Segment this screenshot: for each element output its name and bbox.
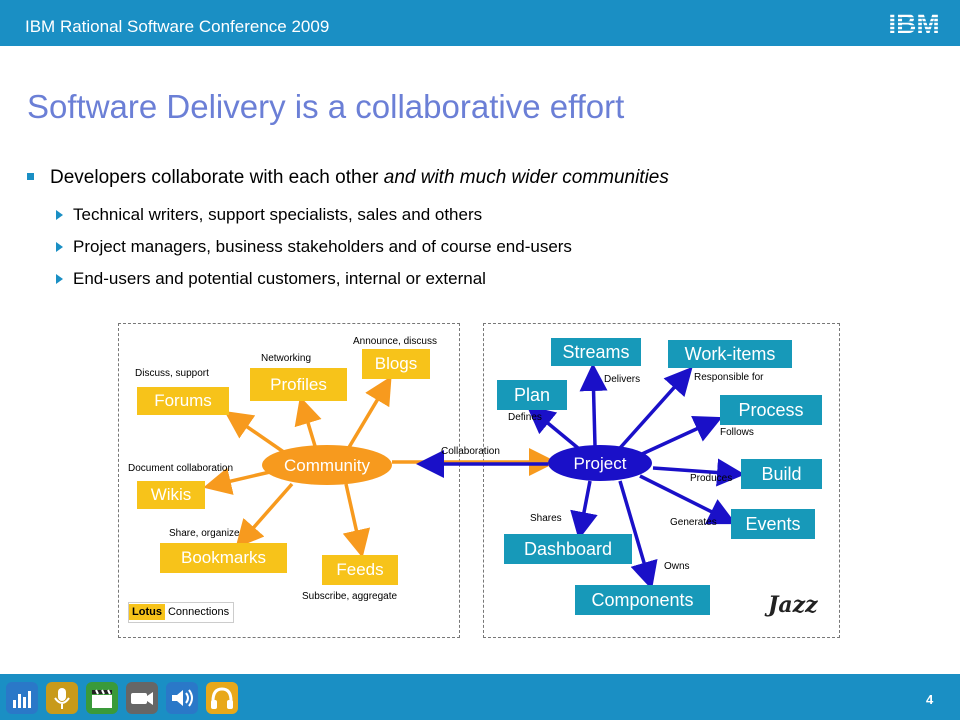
community-panel bbox=[118, 323, 460, 638]
blogs-relation-label: Announce, discuss bbox=[353, 336, 437, 347]
forums-relation-label: Discuss, support bbox=[135, 368, 209, 379]
triangle-bullet-icon bbox=[56, 274, 63, 284]
footer-bar bbox=[0, 674, 960, 720]
header-bar bbox=[0, 0, 960, 46]
ibm-logo: IBM bbox=[878, 8, 950, 38]
microphone-icon[interactable] bbox=[46, 682, 78, 714]
profiles-node: Profiles bbox=[250, 368, 347, 401]
page-number: 4 bbox=[926, 692, 934, 707]
workitems-relation-label: Responsible for bbox=[694, 372, 764, 383]
plan-node: Plan bbox=[497, 380, 567, 410]
process-relation-label: Follows bbox=[720, 427, 754, 438]
community-hub bbox=[262, 445, 392, 485]
build-relation-label: Produces bbox=[690, 473, 733, 484]
dashboard-relation-label: Shares bbox=[530, 513, 562, 524]
sub-bullet-text: End-users and potential customers, inter… bbox=[73, 269, 486, 288]
video-camera-icon[interactable] bbox=[126, 682, 158, 714]
plan-relation-label: Defines bbox=[508, 412, 542, 423]
project-hub-label: Project bbox=[574, 454, 627, 473]
community-hub-label: Community bbox=[284, 456, 370, 475]
project-connectors bbox=[416, 363, 745, 590]
components-relation-label: Owns bbox=[664, 561, 690, 572]
community-connectors bbox=[203, 375, 557, 558]
chart-icon[interactable] bbox=[6, 682, 38, 714]
project-panel bbox=[483, 323, 840, 638]
lotus-brand-text: Lotus bbox=[129, 604, 165, 620]
clapperboard-icon[interactable] bbox=[86, 682, 118, 714]
feeds-node: Feeds bbox=[322, 555, 398, 585]
triangle-bullet-icon bbox=[56, 210, 63, 220]
main-bullet-text: Developers collaborate with each other bbox=[50, 167, 384, 188]
sub-bullet-text: Project managers, business stakeholders … bbox=[73, 237, 572, 256]
components-node: Components bbox=[575, 585, 710, 615]
sub-bullet: Technical writers, support specialists, … bbox=[56, 205, 482, 225]
conference-title: IBM Rational Software Conference 2009 bbox=[25, 17, 330, 36]
blogs-node: Blogs bbox=[362, 349, 430, 379]
sub-bullet: Project managers, business stakeholders … bbox=[56, 237, 572, 257]
build-node: Build bbox=[741, 459, 822, 489]
events-node: Events bbox=[731, 509, 815, 539]
slide-title: Software Delivery is a collaborative eff… bbox=[27, 88, 625, 125]
headphones-icon[interactable] bbox=[206, 682, 238, 714]
dashboard-node: Dashboard bbox=[504, 534, 632, 564]
sub-bullet: End-users and potential customers, inter… bbox=[56, 269, 486, 289]
main-bullet: Developers collaborate with each other a… bbox=[27, 167, 669, 189]
jazz-logo: Jazz bbox=[768, 592, 818, 618]
events-relation-label: Generates bbox=[670, 517, 717, 528]
forums-node: Forums bbox=[137, 387, 229, 415]
streams-node: Streams bbox=[551, 338, 641, 366]
workitems-node: Work-items bbox=[668, 340, 792, 368]
triangle-bullet-icon bbox=[56, 242, 63, 252]
square-bullet-icon bbox=[27, 173, 34, 180]
speaker-icon[interactable] bbox=[166, 682, 198, 714]
bookmarks-relation-label: Share, organize bbox=[169, 528, 240, 539]
ibm-logo-text: IBM bbox=[888, 8, 939, 38]
main-bullet-emphasis: and with much wider communities bbox=[383, 167, 669, 188]
process-node: Process bbox=[720, 395, 822, 425]
wikis-relation-label: Document collaboration bbox=[128, 463, 234, 474]
streams-relation-label: Delivers bbox=[604, 374, 641, 385]
wikis-node: Wikis bbox=[137, 481, 205, 509]
profiles-relation-label: Networking bbox=[261, 353, 312, 364]
collaboration-label: Collaboration bbox=[441, 446, 500, 457]
feeds-relation-label: Subscribe, aggregate bbox=[302, 591, 398, 602]
sub-bullet-text: Technical writers, support specialists, … bbox=[73, 205, 483, 224]
connections-brand-text: Connections bbox=[167, 606, 230, 618]
project-hub bbox=[548, 445, 652, 481]
bookmarks-node: Bookmarks bbox=[160, 543, 287, 573]
